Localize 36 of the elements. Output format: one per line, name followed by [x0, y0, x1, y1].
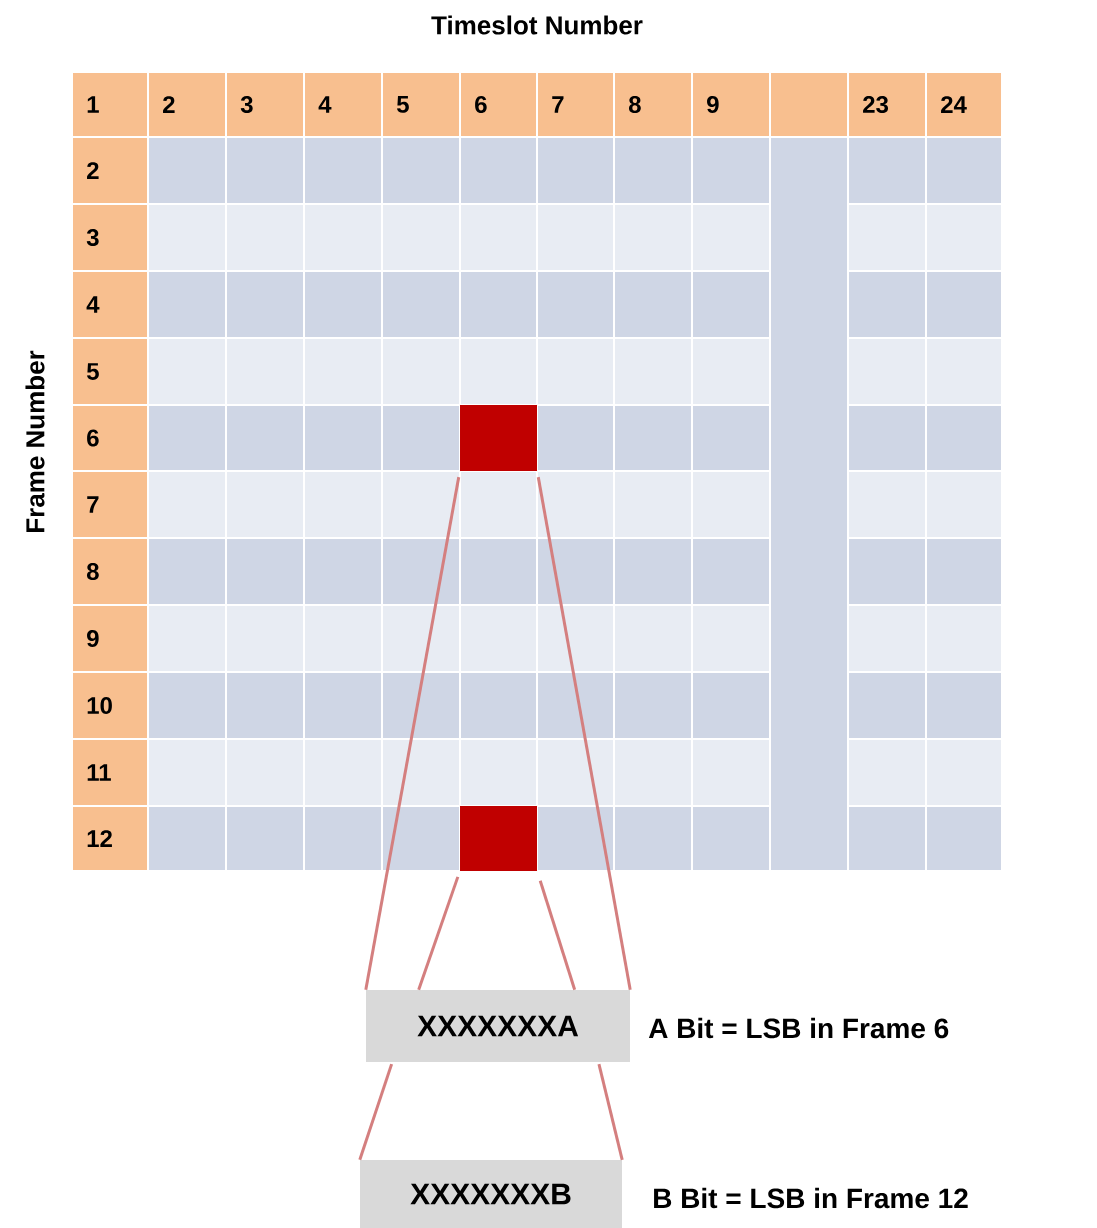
header-cell: 11 [73, 740, 147, 805]
header-cell: 6 [461, 73, 536, 136]
header-cell: 7 [73, 472, 147, 537]
zoom-line [536, 476, 632, 991]
zoom-line [358, 1063, 394, 1161]
annotation-text: A Bit = LSB in Frame 6 [648, 1017, 949, 1039]
zoom-line [364, 476, 461, 991]
bit-box: XXXXXXXB [360, 1160, 622, 1228]
highlighted-cell [460, 405, 537, 471]
header-cell: 9 [73, 606, 147, 671]
header-cell: 6 [73, 406, 147, 470]
header-cell: 8 [615, 73, 691, 136]
header-cell: 2 [149, 73, 225, 136]
header-cell: 4 [305, 73, 381, 136]
header-cell: 2 [73, 138, 147, 203]
zoom-line [538, 880, 577, 991]
header-cell: 1 [73, 73, 147, 136]
highlighted-cell [460, 806, 537, 871]
axis-title: Timeslot Number [431, 15, 643, 35]
header-cell: 3 [227, 73, 303, 136]
header-cell: 10 [73, 673, 147, 738]
zoom-line [417, 876, 460, 991]
header-cell: 5 [383, 73, 459, 136]
header-cell: 7 [538, 73, 613, 136]
header-cell: 23 [849, 73, 925, 136]
header-cell: 5 [73, 339, 147, 404]
header-cell: 24 [927, 73, 1001, 136]
header-cell: 12 [73, 807, 147, 870]
bit-box: XXXXXXXA [366, 990, 630, 1062]
annotation-text: B Bit = LSB in Frame 12 [654, 1187, 968, 1209]
axis-title: Frame Number [25, 350, 45, 532]
zoom-line [597, 1063, 624, 1161]
header-cell: 3 [73, 205, 147, 270]
header-cell: 4 [73, 272, 147, 337]
header-cell: 9 [693, 73, 769, 136]
header-cell: 8 [73, 539, 147, 604]
